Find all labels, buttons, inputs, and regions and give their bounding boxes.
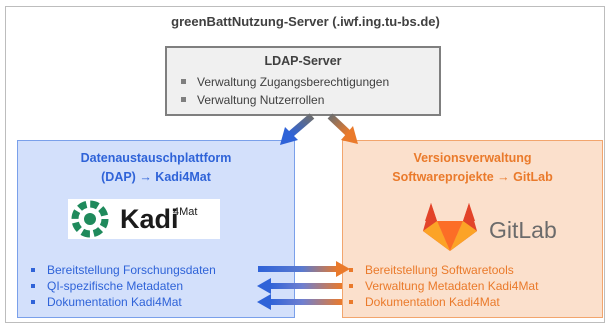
- ldap-item: Verwaltung Nutzerrollen: [181, 91, 389, 109]
- dap-item-label: Bereitstellung Forschungsdaten: [47, 263, 216, 277]
- ldap-title: LDAP-Server: [264, 54, 342, 68]
- bullet-icon: [349, 299, 353, 304]
- dap-title: Datenaustauschplattform (DAP) → Kadi4Mat: [18, 149, 294, 187]
- bullet-icon: [31, 283, 35, 288]
- vcs-item-label: Verwaltung Metadaten Kadi4Mat: [365, 279, 539, 293]
- vcs-item-label: Dokumentation Kadi4Mat: [365, 295, 500, 309]
- kadi-ring-icon: [71, 200, 109, 238]
- bullet-icon: [181, 79, 186, 85]
- kadi4mat-logo: Kadi 4Mat: [68, 199, 220, 239]
- ldap-item-label: Verwaltung Nutzerrollen: [197, 93, 325, 107]
- bullet-icon: [181, 97, 186, 103]
- bullet-icon: [349, 283, 353, 288]
- ldap-to-vcs-arrow: [327, 113, 358, 144]
- row2-left-arrow: [257, 278, 342, 294]
- dap-item: Bereitstellung Forschungsdaten: [31, 262, 216, 278]
- dap-item: Dokumentation Kadi4Mat: [31, 294, 216, 310]
- dap-item-label: Dokumentation Kadi4Mat: [47, 295, 182, 309]
- bullet-icon: [349, 267, 353, 272]
- dap-feature-list: Bereitstellung Forschungsdaten QI-spezif…: [31, 262, 216, 310]
- ldap-server-box: LDAP-Server Verwaltung Zugangsberechtigu…: [165, 46, 441, 116]
- vcs-feature-list: Bereitstellung Softwaretools Verwaltung …: [349, 262, 538, 310]
- vcs-title-line1: Versionsverwaltung: [413, 151, 532, 165]
- bullet-icon: [31, 299, 35, 304]
- dap-title-line2: (DAP) → Kadi4Mat: [101, 170, 211, 184]
- dap-box: Datenaustauschplattform (DAP) → Kadi4Mat…: [17, 140, 295, 318]
- ldap-item-label: Verwaltung Zugangsberechtigungen: [197, 75, 390, 89]
- vcs-title-line2: Softwareprojekte → GitLab: [392, 170, 553, 184]
- vcs-title: Versionsverwaltung Softwareprojekte → Gi…: [343, 149, 602, 187]
- ldap-list: Verwaltung Zugangsberechtigungen Verwalt…: [181, 73, 389, 109]
- kadi-logo-text: Kadi: [120, 204, 179, 234]
- bullet-icon: [31, 267, 35, 272]
- vcs-item-label: Bereitstellung Softwaretools: [365, 263, 514, 277]
- vcs-item: Bereitstellung Softwaretools: [349, 262, 538, 278]
- ldap-to-dap-arrow: [280, 113, 315, 145]
- gitlab-fox-icon: [423, 203, 477, 251]
- vcs-item: Dokumentation Kadi4Mat: [349, 294, 538, 310]
- dap-item: QI-spezifische Metadaten: [31, 278, 216, 294]
- dap-item-label: QI-spezifische Metadaten: [47, 279, 184, 293]
- dap-title-line1: Datenaustauschplattform: [80, 151, 232, 165]
- row1-right-arrow: [258, 261, 350, 277]
- vcs-box: Versionsverwaltung Softwareprojekte → Gi…: [342, 140, 603, 318]
- vcs-item: Verwaltung Metadaten Kadi4Mat: [349, 278, 538, 294]
- gitlab-logo-text: GitLab: [489, 217, 557, 243]
- kadi-logo-sup: 4Mat: [173, 206, 198, 218]
- row3-left-arrow: [257, 294, 342, 310]
- server-title: greenBattNutzung-Server (.iwf.ing.tu-bs.…: [171, 14, 440, 29]
- ldap-item: Verwaltung Zugangsberechtigungen: [181, 73, 389, 91]
